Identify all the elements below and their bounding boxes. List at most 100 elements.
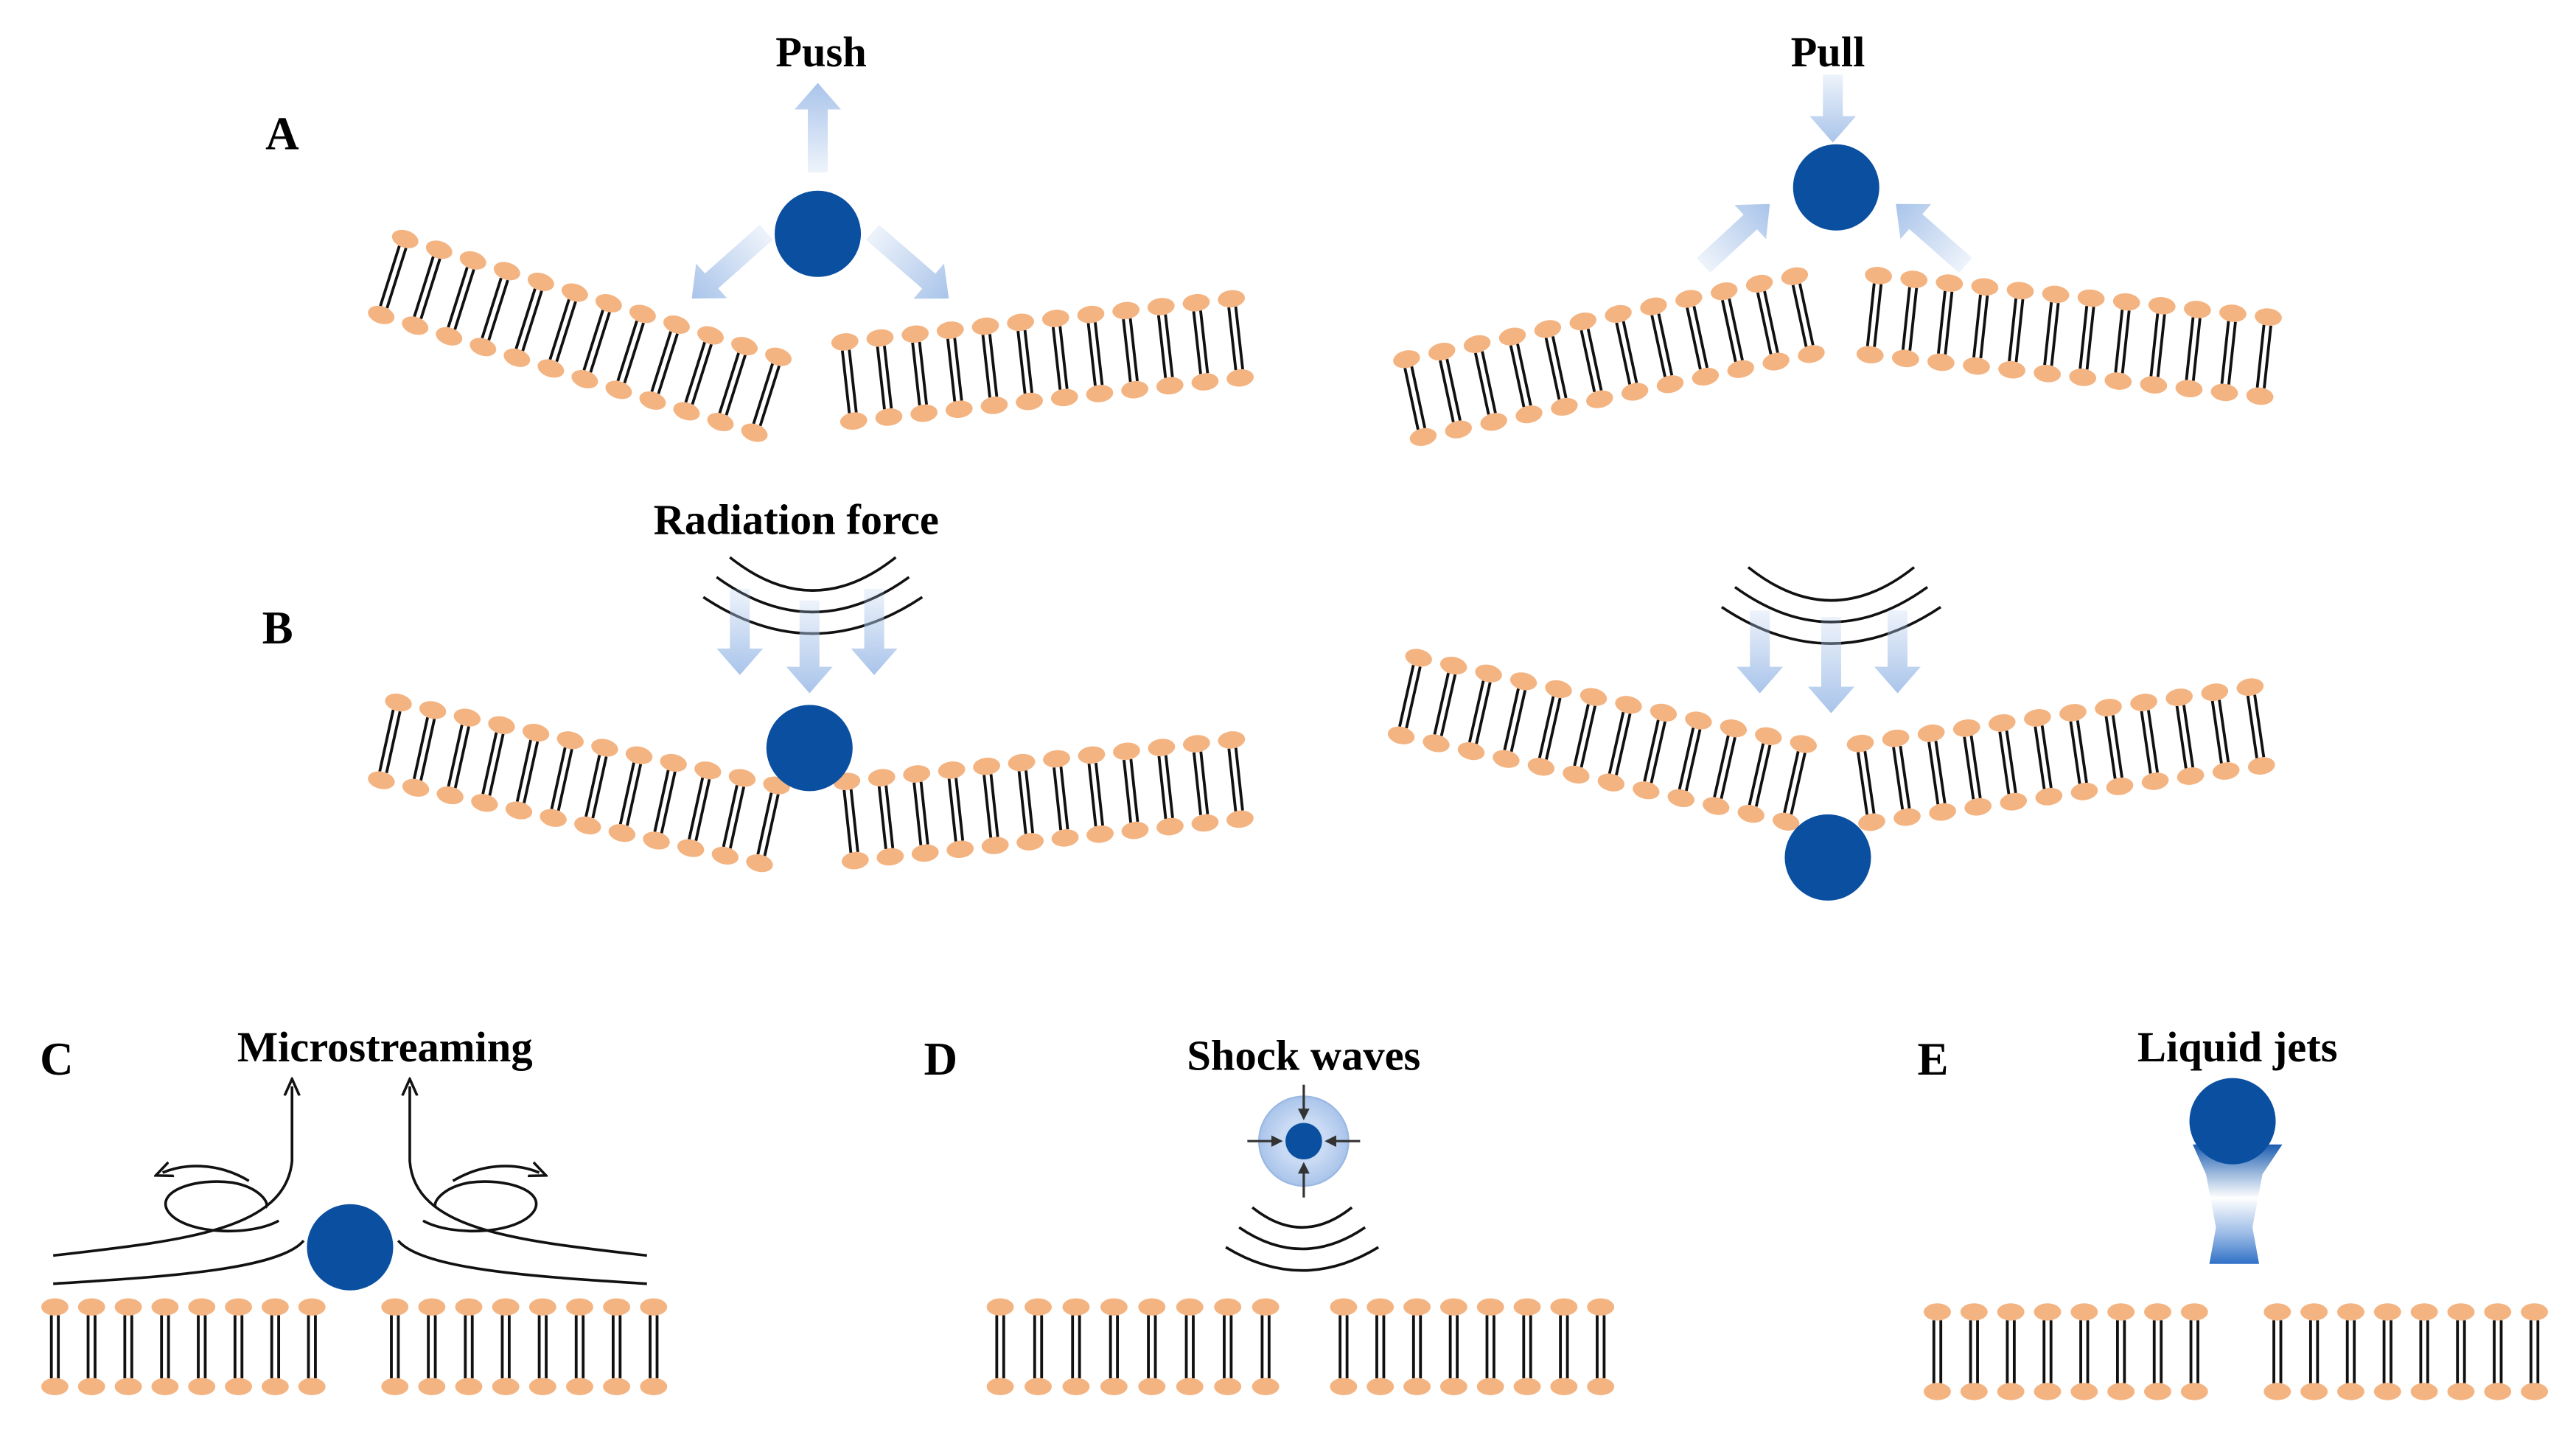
lipid-tail (883, 346, 893, 409)
arrow-down (786, 600, 833, 694)
lipid-head (697, 326, 724, 345)
arrow-up-left (1896, 203, 1972, 273)
lipid-head (1615, 696, 1642, 714)
lipid-head (1924, 1303, 1951, 1321)
lipid-head (453, 708, 481, 727)
lipid-tail (1863, 750, 1876, 814)
lipid-head (903, 765, 931, 783)
lipid-tail (1963, 736, 1975, 800)
lipid-tail (618, 762, 635, 825)
lipid-tail (481, 732, 498, 795)
lipid-head (1050, 388, 1078, 407)
lipid-head (629, 304, 656, 324)
lipid-head (1513, 1298, 1541, 1316)
lipid-head (2144, 1383, 2171, 1400)
lipid-head (188, 1378, 216, 1395)
stream-line-right-lower (397, 1240, 647, 1285)
lipid-tail (840, 350, 851, 413)
panel-letter-b: B (262, 602, 293, 654)
lipid-tail (1969, 736, 1982, 799)
lipid-head (2373, 1383, 2401, 1400)
lipid-head (1587, 1298, 1615, 1316)
lipid-head (936, 321, 964, 339)
lipid-tail (989, 774, 999, 837)
lipid-tail (2121, 310, 2131, 374)
lipid-head (298, 1378, 326, 1395)
lipid-tail (1509, 345, 1526, 408)
lipid-head (1480, 413, 1507, 431)
lipid-tail (2043, 301, 2053, 366)
membrane-segment (1856, 267, 2282, 405)
lipid-tail (694, 778, 711, 842)
lipid-head (1051, 829, 1079, 847)
lipid-head (1675, 290, 1703, 308)
lipid-tail (548, 299, 570, 360)
lipid-head (1218, 290, 1246, 308)
lipid-tail (842, 789, 853, 854)
lipid-tail (2218, 699, 2230, 763)
compression-arrows (1247, 1084, 1361, 1198)
lipid-tail (1087, 763, 1097, 827)
lipid-tail (946, 338, 957, 402)
lipid-tail (1657, 313, 1674, 376)
lipid-head (1605, 304, 1632, 323)
lipid-head (1737, 805, 1765, 823)
lipid-head (2180, 1303, 2208, 1321)
lipid-tail (1234, 747, 1244, 811)
arrow-down (1874, 610, 1921, 694)
lipid-tail (2034, 726, 2046, 789)
lipid-head (527, 272, 554, 291)
lipid-head (77, 1378, 105, 1395)
lipid-head (741, 423, 768, 442)
lipid-head (1927, 353, 1955, 371)
lipid-head (1176, 1378, 1204, 1395)
lipid-tail (2149, 313, 2160, 377)
lipid-head (1025, 1298, 1052, 1316)
lipid-head (1900, 271, 1928, 288)
lipid-head (640, 1378, 668, 1395)
lipid-head (1366, 1298, 1395, 1316)
lipid-tail (1551, 335, 1568, 399)
lipid-tail (521, 290, 543, 352)
lipid-head (1147, 298, 1175, 315)
lipid-tail (2005, 730, 2017, 794)
lipid-tail (1467, 680, 1485, 743)
lipid-tail (1509, 689, 1527, 753)
lipid-head (2263, 1383, 2291, 1400)
lipid-tail (758, 365, 781, 427)
lipid-head (1745, 274, 1773, 293)
lipid-head (2183, 301, 2211, 318)
lipid-head (2070, 782, 2098, 800)
lipid-tail (876, 346, 886, 410)
lipid-tail (684, 341, 706, 403)
panel-a-push (368, 83, 1254, 442)
lipid-head (1086, 825, 1114, 843)
lipid-head (368, 771, 395, 789)
lipid-head (225, 1298, 253, 1316)
vortex-left (164, 1180, 280, 1233)
lipid-tail (413, 256, 435, 318)
lipid-head (2337, 1303, 2364, 1321)
lipid-tail (2210, 700, 2223, 764)
lipid-tail (1586, 328, 1603, 391)
lipid-head (973, 757, 1000, 775)
lipid-head (1463, 335, 1491, 353)
lipid-tail (1748, 743, 1765, 806)
arrow-down-left (691, 224, 773, 299)
lipid-head (1755, 727, 1782, 745)
lipid-tail (2040, 725, 2053, 789)
lipid-head (1597, 773, 1625, 792)
lipid-head (1587, 1378, 1615, 1395)
lipid-head (866, 329, 894, 347)
lipid-tail (447, 725, 464, 787)
lipid-head (368, 305, 395, 324)
lipid-tail (2255, 324, 2266, 388)
lipid-head (2247, 757, 2275, 775)
membrane-segment (1846, 678, 2275, 831)
lipid-head (1428, 342, 1456, 361)
lipid-tail (1580, 329, 1596, 393)
lipid-head (1112, 301, 1140, 320)
lipid-head (2410, 1383, 2438, 1400)
lipid-tail (1025, 770, 1035, 834)
lipid-tail (453, 268, 475, 330)
